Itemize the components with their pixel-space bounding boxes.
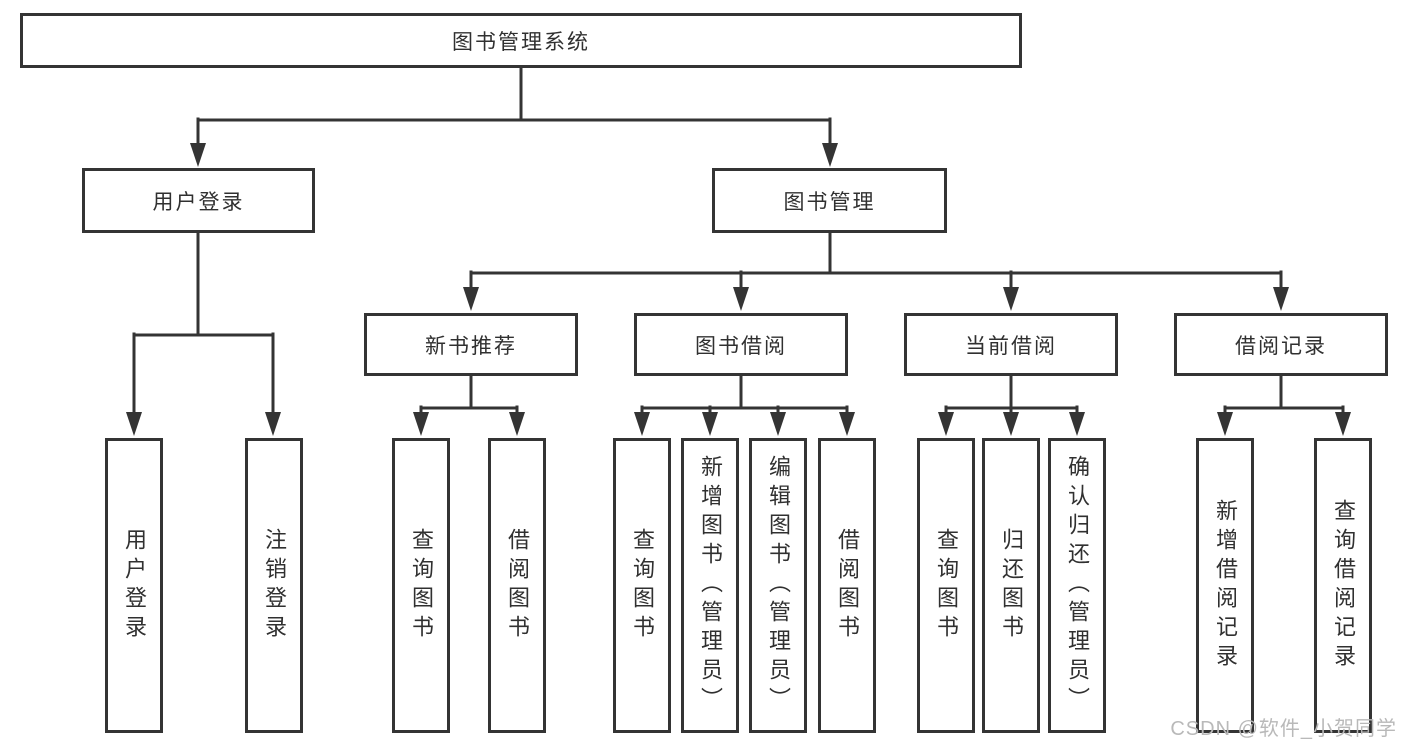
arrowhead-down-icon (509, 412, 525, 436)
arrowhead-down-icon (634, 412, 650, 436)
arrowhead-down-icon (770, 412, 786, 436)
connector-user-login (132, 229, 275, 416)
node-current-borrow: 当前借阅 (904, 313, 1118, 376)
arrowhead-down-icon (413, 412, 429, 436)
leaf-add-book-admin: 新增图书（管理员） (681, 438, 739, 733)
arrowhead-down-icon (1003, 287, 1019, 311)
leaf-query-books-current: 查询图书 (917, 438, 975, 733)
arrowhead-down-icon (1217, 412, 1233, 436)
arrowhead-down-icon (463, 287, 479, 311)
connector-book-management (469, 229, 1283, 292)
leaf-query-books-borrow: 查询图书 (613, 438, 671, 733)
leaf-user-login: 用户登录 (105, 438, 163, 733)
arrowhead-down-icon (1335, 412, 1351, 436)
arrowhead-down-icon (190, 143, 206, 167)
arrowhead-down-icon (839, 412, 855, 436)
connector-current-borrow (944, 372, 1079, 416)
leaf-return-book: 归还图书 (982, 438, 1040, 733)
node-library-management-system: 图书管理系统 (20, 13, 1022, 68)
arrowhead-down-icon (702, 412, 718, 436)
arrowhead-down-icon (822, 143, 838, 167)
leaf-confirm-return-admin: 确认归还（管理员） (1048, 438, 1106, 733)
leaf-query-books-recommend: 查询图书 (392, 438, 450, 733)
leaf-borrow-books-recommend: 借阅图书 (488, 438, 546, 733)
connector-root (196, 64, 832, 148)
arrowhead-down-icon (1273, 287, 1289, 311)
leaf-borrow-books: 借阅图书 (818, 438, 876, 733)
node-new-book-recommend: 新书推荐 (364, 313, 578, 376)
node-user-login: 用户登录 (82, 168, 315, 233)
arrowhead-down-icon (1003, 412, 1019, 436)
arrowhead-down-icon (733, 287, 749, 311)
arrowhead-down-icon (1069, 412, 1085, 436)
node-book-borrow: 图书借阅 (634, 313, 848, 376)
leaf-logout: 注销登录 (245, 438, 303, 733)
connector-new-book-recommend (419, 372, 519, 416)
arrowhead-down-icon (938, 412, 954, 436)
leaf-add-borrow-record: 新增借阅记录 (1196, 438, 1254, 733)
leaf-query-borrow-record: 查询借阅记录 (1314, 438, 1372, 733)
node-book-management: 图书管理 (712, 168, 947, 233)
leaf-edit-book-admin: 编辑图书（管理员） (749, 438, 807, 733)
node-borrow-records: 借阅记录 (1174, 313, 1388, 376)
arrowhead-down-icon (265, 412, 281, 436)
connector-borrow-records (1223, 372, 1345, 416)
connector-book-borrow (640, 372, 849, 416)
arrowhead-down-icon (126, 412, 142, 436)
